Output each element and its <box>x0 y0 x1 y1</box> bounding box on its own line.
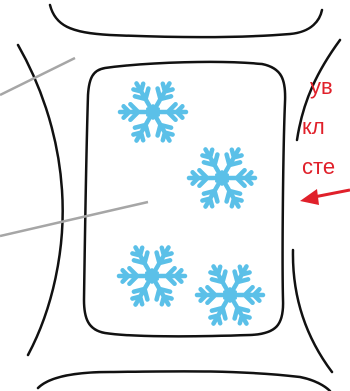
snowflake-icon <box>119 247 185 304</box>
arrow-line <box>314 190 350 197</box>
bottom-wall-curve <box>38 371 330 391</box>
annotation-line-1: ув <box>310 72 333 102</box>
right-wall-lower-curve <box>293 250 332 372</box>
snowflake-icon <box>197 266 263 323</box>
arrow-head <box>300 189 319 205</box>
left-wall-curve <box>18 45 63 355</box>
annotation-line-3: сте <box>302 152 335 182</box>
top-wall-curve <box>50 5 322 37</box>
annotation-line-2: кл <box>302 112 325 142</box>
pointer-line-upper <box>0 58 75 95</box>
snowflake-icon <box>120 83 186 140</box>
pointer-line-lower <box>0 202 148 236</box>
snowflake-icon <box>189 149 255 206</box>
